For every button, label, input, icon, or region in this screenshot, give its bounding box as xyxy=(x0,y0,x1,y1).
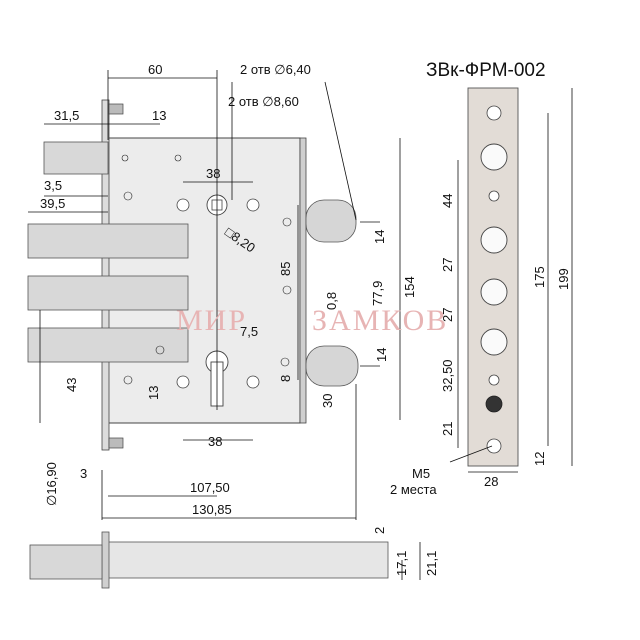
dim-27b: 27 xyxy=(440,308,455,322)
dim-7-5: 7,5 xyxy=(240,324,258,339)
watermark-right: ЗАМКОВ xyxy=(312,304,448,337)
dim-3: 3 xyxy=(80,466,87,481)
bolt-1 xyxy=(43,141,109,175)
top-stud xyxy=(108,103,124,115)
drawing-title: ЗВк-ФРМ-002 xyxy=(426,60,546,81)
dim-38-top: 38 xyxy=(206,166,220,181)
dim-44: 44 xyxy=(440,194,455,208)
mount-hole xyxy=(246,375,260,389)
bolt-2 xyxy=(27,223,189,259)
dim-0-8: 0,8 xyxy=(324,292,339,310)
watermark-left: МИР xyxy=(176,304,247,337)
dim-39-5: 39,5 xyxy=(40,196,65,211)
dim-199: 199 xyxy=(556,268,571,290)
side-view-plate xyxy=(101,531,110,589)
side-view-bolt xyxy=(29,544,103,580)
cover-edge xyxy=(299,137,307,424)
dim-13-top: 13 xyxy=(152,108,166,123)
dim-107-50: 107,50 xyxy=(190,480,230,495)
dim-2: 2 xyxy=(372,527,387,534)
dim-14-upper: 14 xyxy=(372,230,387,244)
bottom-stud xyxy=(108,437,124,449)
dim-14-lower: 14 xyxy=(374,348,389,362)
dim-60: 60 xyxy=(148,62,162,77)
dim-130-85: 130,85 xyxy=(192,502,232,517)
bolt-4 xyxy=(27,327,189,363)
bolt-3 xyxy=(27,275,189,311)
mount-hole xyxy=(246,198,260,212)
side-view-body xyxy=(107,541,389,579)
mount-hole xyxy=(176,198,190,212)
mount-hole xyxy=(176,375,190,389)
dim-30: 30 xyxy=(320,394,335,408)
strip-holes xyxy=(480,105,508,454)
dim-31-5: 31,5 xyxy=(54,108,79,123)
dim-154: 154 xyxy=(402,276,417,298)
dim-16-90: ∅16,90 xyxy=(44,462,59,506)
dim-43: 43 xyxy=(64,378,79,392)
dim-85: 85 xyxy=(278,262,293,276)
dim-27a: 27 xyxy=(440,258,455,272)
dim-32-50: 32,50 xyxy=(440,359,455,392)
dim-175: 175 xyxy=(532,266,547,288)
dim-8: 8 xyxy=(278,375,293,382)
dim-21: 21 xyxy=(440,422,455,436)
dim-holes-860: 2 отв ∅8,60 xyxy=(228,94,299,109)
dim-holes-640: 2 отв ∅6,40 xyxy=(240,62,311,77)
dim-21-1: 21,1 xyxy=(424,551,439,576)
dim-3-5: 3,5 xyxy=(44,178,62,193)
dim-28: 28 xyxy=(484,474,498,489)
dim-13-low: 13 xyxy=(146,386,161,400)
dim-places: 2 места xyxy=(390,482,437,497)
dim-12: 12 xyxy=(532,452,547,466)
dim-38-low: 38 xyxy=(208,434,222,449)
latch-upper xyxy=(305,199,357,243)
dim-m5: M5 xyxy=(412,466,430,481)
dim-77-9: 77,9 xyxy=(370,281,385,306)
faceplate xyxy=(101,99,110,451)
dim-17-1: 17,1 xyxy=(394,551,409,576)
latch-lower xyxy=(305,345,359,387)
